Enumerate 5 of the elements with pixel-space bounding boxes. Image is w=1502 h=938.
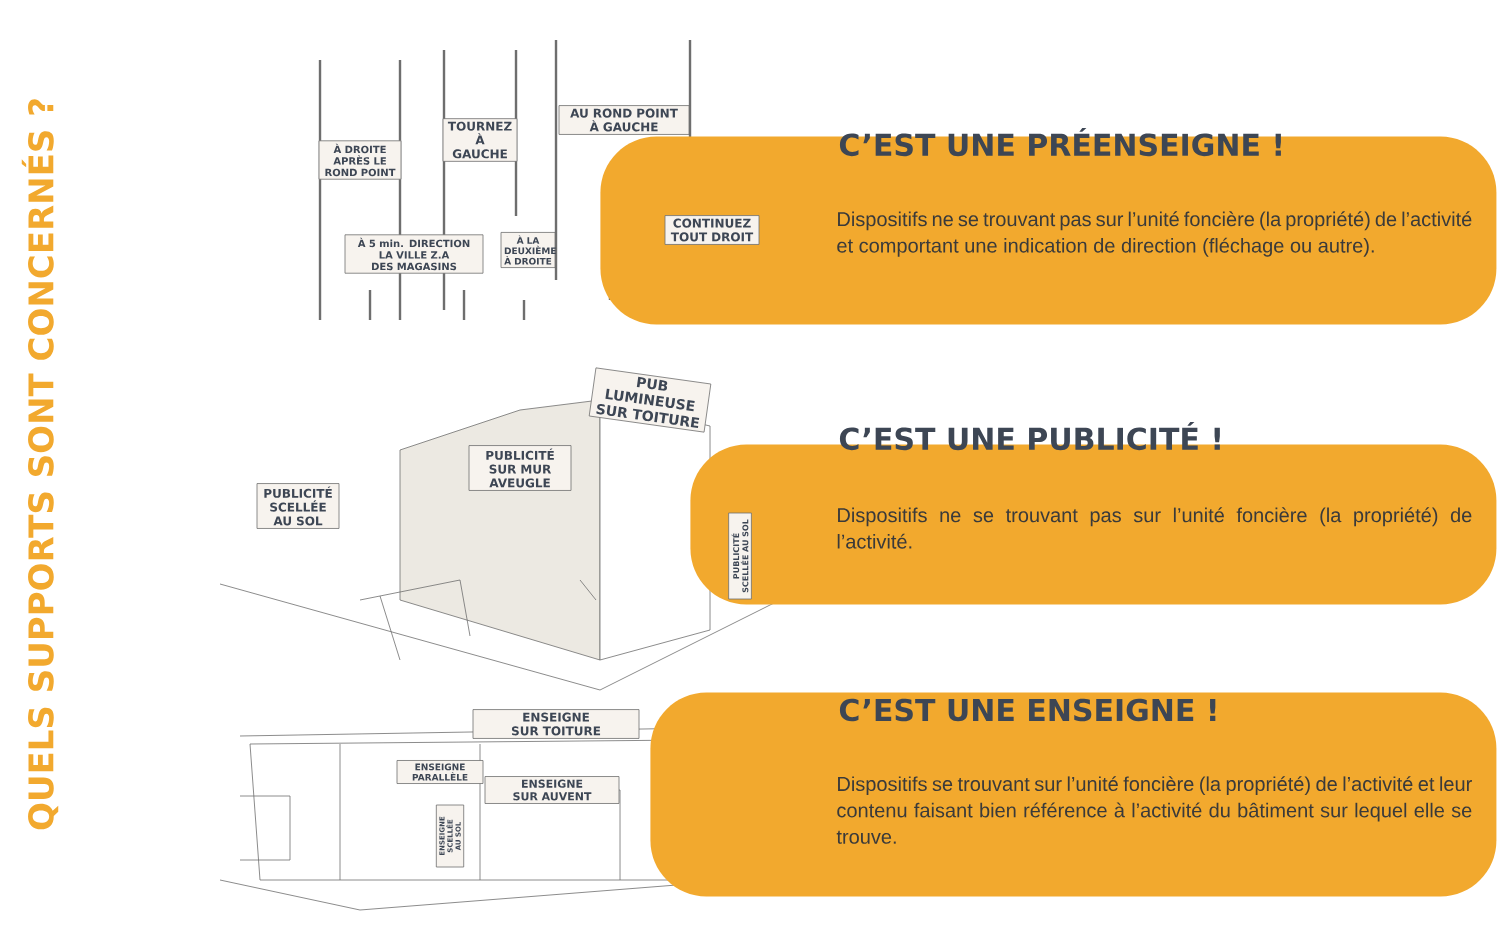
heading: C’EST UNE ENSEIGNE ! xyxy=(839,698,1216,722)
description: Dispositifs ne se trouvant pas sur l’unité foncière (la propriété) de l’activité. xyxy=(837,507,1472,549)
description: Dispositifs se trouvant sur l’unité foncière (la propriété) de l’activité et leur contenu faisant bien référence à l’activité du bâtiment sur lequel elle se trouve. xyxy=(836,776,1472,844)
description: Dispositifs ne se trouvant pas sur l’unité foncière (la propriété) de l’activité et comportant une indication de direction (fléchage ou autre). xyxy=(837,211,1472,257)
title: QUELS SUPPORTS SONT CONCERNÉS ? xyxy=(21,99,59,830)
